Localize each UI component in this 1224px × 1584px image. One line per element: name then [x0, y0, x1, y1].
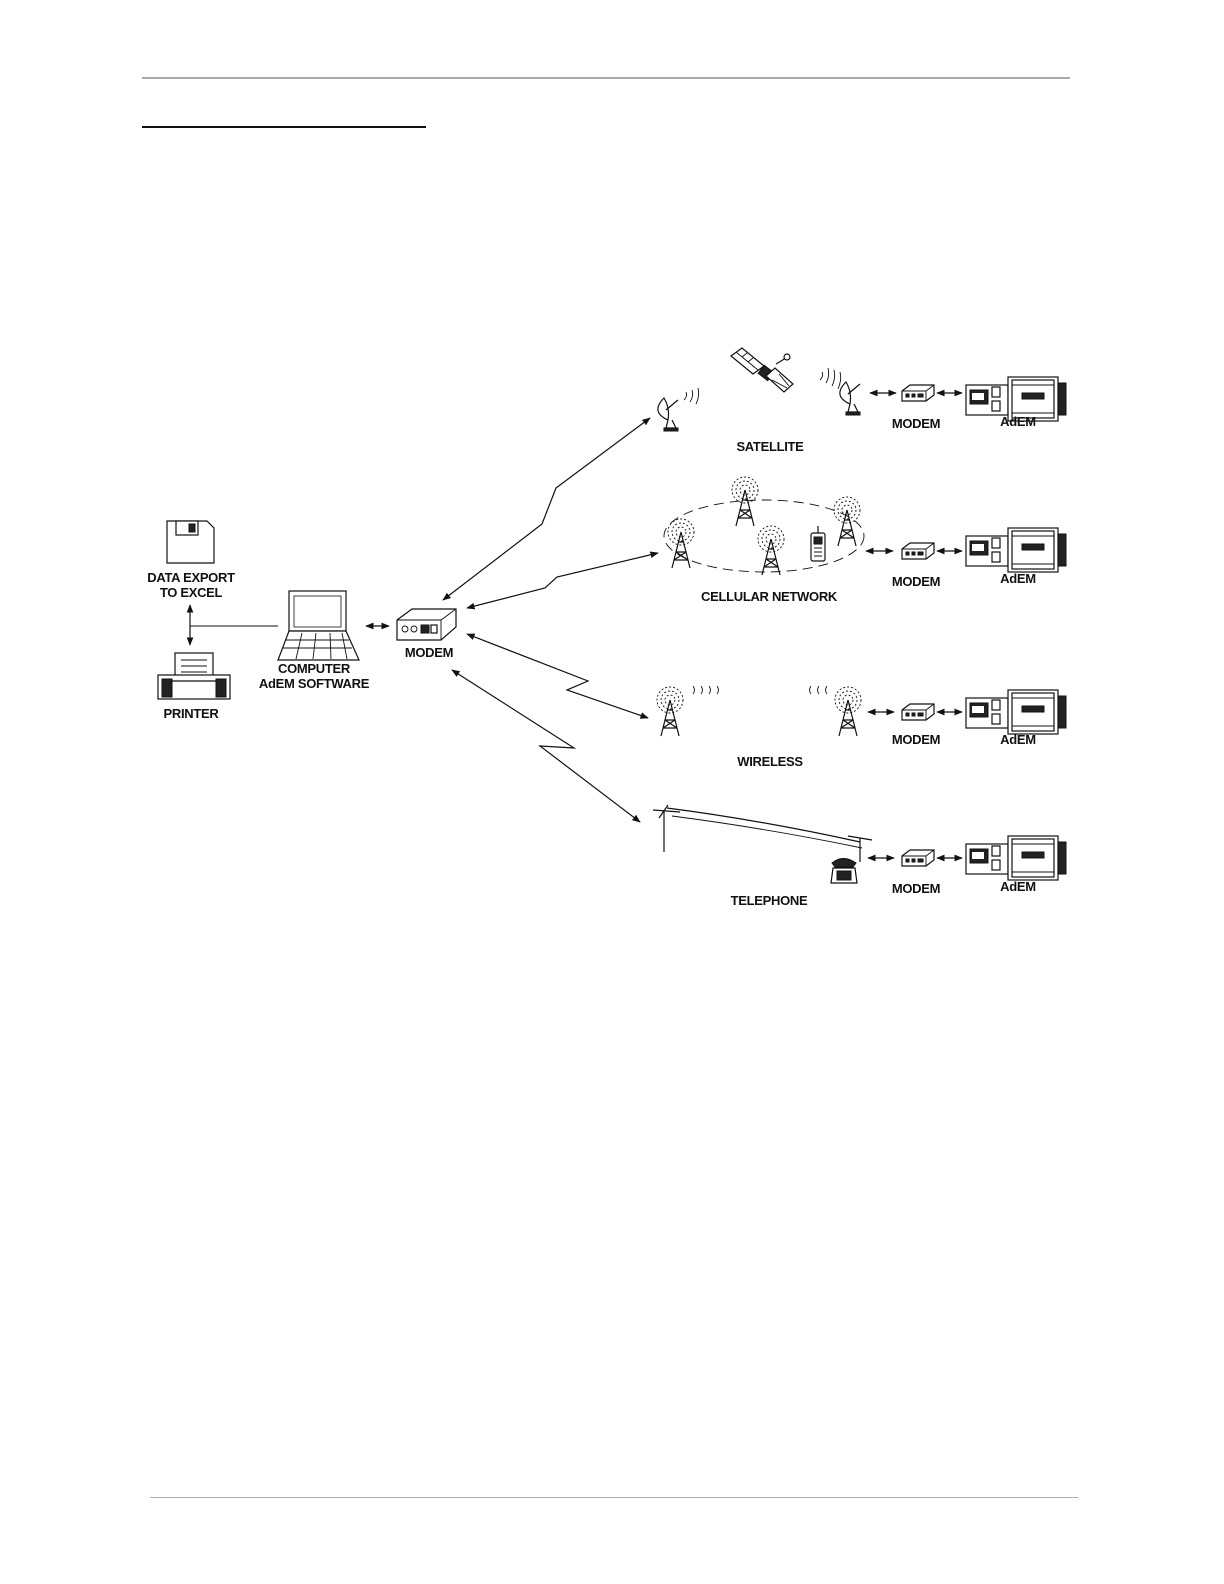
remote-unit-telephone: MODEM AdEM	[868, 836, 1066, 896]
remote-unit-cellular: MODEM AdEM	[866, 528, 1066, 589]
wireless-tower-right-icon	[835, 687, 861, 736]
wireless-signal-right-icon	[810, 686, 828, 694]
printer-icon	[158, 653, 230, 699]
wireless-label: WIRELESS	[737, 754, 803, 769]
remote-modem-label: MODEM	[892, 416, 940, 431]
central-modem-label: MODEM	[405, 645, 453, 660]
telephone-link-arrow	[452, 670, 640, 822]
remote-modem-label: MODEM	[892, 732, 940, 747]
computer-label-line2: AdEM SOFTWARE	[259, 676, 370, 691]
cell-tower-icon-3	[758, 526, 784, 575]
wireless-link-arrow	[467, 634, 648, 718]
adem-device-icon	[966, 528, 1066, 572]
data-export-label-line1: DATA EXPORT	[147, 570, 235, 585]
ground-dish-left-icon	[658, 388, 699, 431]
remote-modem-label: MODEM	[892, 881, 940, 896]
remote-unit-wireless: MODEM AdEM	[868, 690, 1066, 747]
cellular-link-arrow	[467, 553, 658, 608]
adem-device-icon	[966, 836, 1066, 880]
telephone-pole-line-icon	[653, 805, 872, 862]
mobile-phone-icon	[811, 526, 825, 561]
telephone-label: TELEPHONE	[731, 893, 808, 908]
remote-modem-icon	[902, 704, 934, 720]
adem-label: AdEM	[1000, 732, 1036, 747]
satellite-label: SATELLITE	[736, 439, 804, 454]
adem-label: AdEM	[1000, 571, 1036, 586]
adem-label: AdEM	[1000, 414, 1036, 429]
computer-label-line1: COMPUTER	[278, 661, 351, 676]
laptop-icon	[278, 591, 359, 660]
remote-modem-icon	[902, 543, 934, 559]
cell-tower-icon-1	[668, 519, 694, 568]
adem-label: AdEM	[1000, 879, 1036, 894]
central-modem-icon	[397, 609, 456, 640]
remote-modem-icon	[902, 850, 934, 866]
wireless-signal-left-icon	[693, 686, 719, 694]
satellite-link-arrow	[443, 418, 650, 600]
adem-device-icon	[966, 690, 1066, 734]
remote-modem-label: MODEM	[892, 574, 940, 589]
remote-unit-satellite: MODEM AdEM	[870, 377, 1066, 431]
cellular-network-ring	[664, 500, 864, 572]
ground-dish-right-icon	[820, 368, 860, 415]
satellite-icon	[731, 348, 793, 392]
wireless-tower-left-icon	[657, 687, 683, 736]
printer-label: PRINTER	[164, 706, 220, 721]
telephone-handset-icon	[831, 859, 857, 884]
floppy-disk-icon	[167, 521, 214, 563]
data-export-label-line2: TO EXCEL	[160, 585, 223, 600]
cellular-label: CELLULAR NETWORK	[701, 589, 838, 604]
remote-modem-icon	[902, 385, 934, 401]
